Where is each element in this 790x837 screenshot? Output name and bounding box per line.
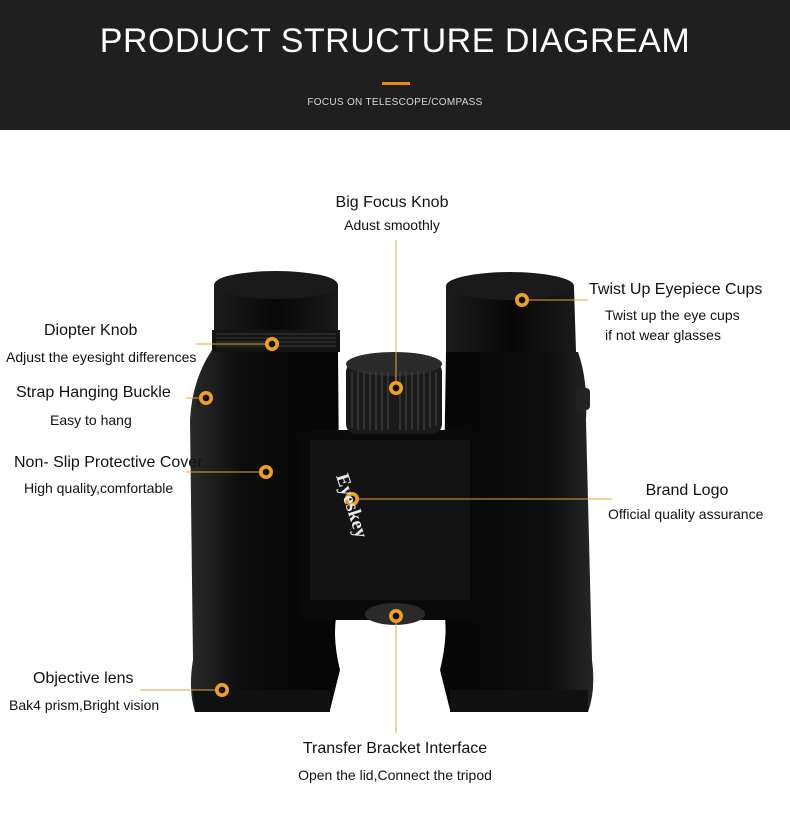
marker-objective (215, 683, 229, 697)
leader-lines (140, 240, 612, 733)
objective-desc: Bak4 prism,Bright vision (9, 697, 160, 713)
focus-knob-desc: Adust smoothly (344, 217, 440, 233)
diopter-desc: Adjust the eyesight differences (6, 349, 197, 365)
eyepiece-desc-2: if not wear glasses (605, 327, 721, 343)
logo-desc: Official quality assurance (608, 506, 764, 522)
marker-diopter (265, 337, 279, 351)
callout-markers (199, 293, 529, 697)
diopter-title: Diopter Knob (44, 322, 138, 339)
header-banner: PRODUCT STRUCTURE DIAGREAM FOCUS ON TELE… (0, 0, 790, 130)
focus-knob-title: Big Focus Knob (335, 194, 449, 211)
cover-desc: High quality,comfortable (24, 480, 174, 496)
marker-strap (199, 391, 213, 405)
logo-title: Brand Logo (645, 482, 729, 499)
marker-logo (345, 492, 359, 506)
marker-cover (259, 465, 273, 479)
strap-desc: Easy to hang (50, 412, 132, 428)
strap-title: Strap Hanging Buckle (16, 384, 171, 401)
accent-bar (382, 82, 410, 85)
page-subtitle: FOCUS ON TELESCOPE/COMPASS (307, 97, 483, 108)
marker-focus-knob (389, 381, 403, 395)
marker-bracket (389, 609, 403, 623)
objective-title: Objective lens (33, 670, 134, 687)
cover-title: Non- Slip Protective Cover (14, 454, 203, 471)
eyepiece-title: Twist Up Eyepiece Cups (589, 281, 763, 298)
bracket-desc: Open the lid,Connect the tripod (298, 767, 492, 783)
bracket-title: Transfer Bracket Interface (302, 740, 488, 757)
eyepiece-desc-1: Twist up the eye cups (605, 307, 740, 323)
marker-eyepiece (515, 293, 529, 307)
page-title: PRODUCT STRUCTURE DIAGREAM (99, 22, 691, 60)
